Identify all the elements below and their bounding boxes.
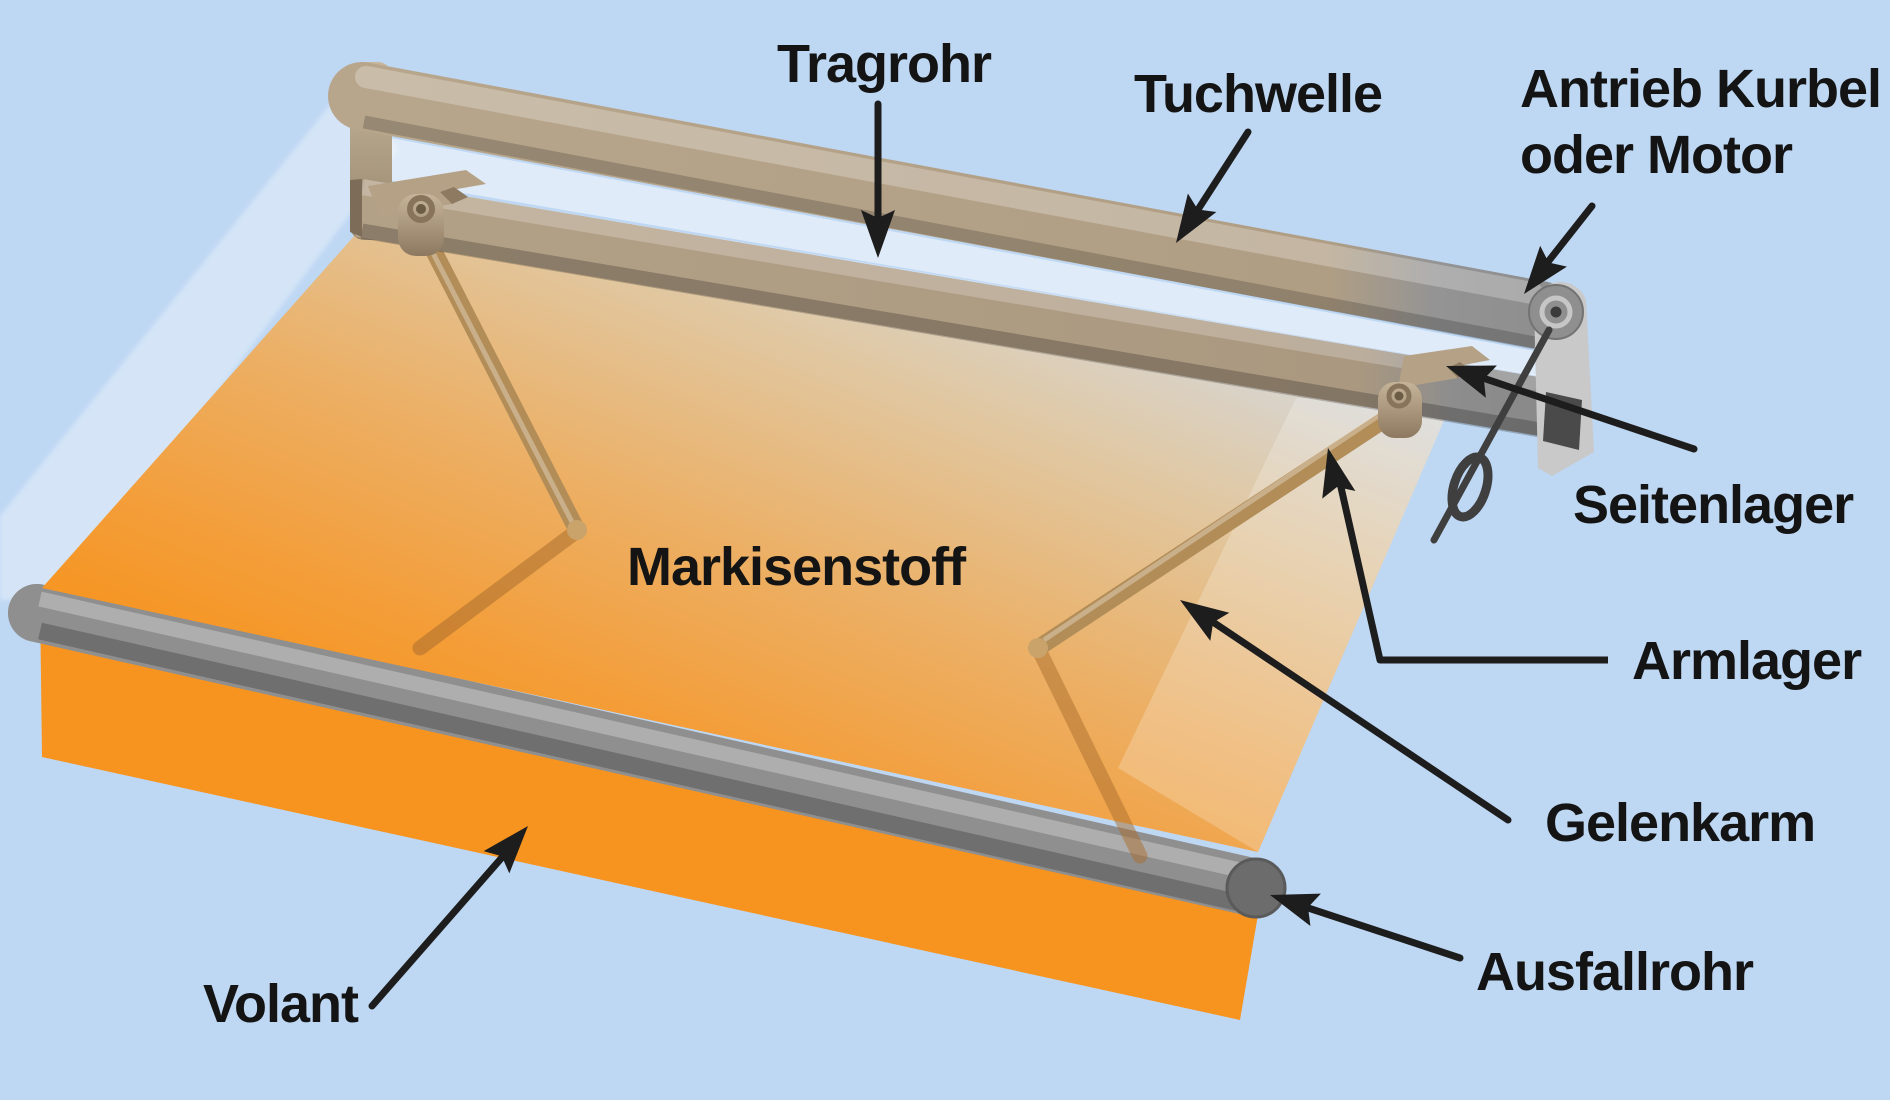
- armlager-bracket-left: [368, 170, 486, 256]
- tube-right-cap: [1225, 857, 1287, 919]
- upper-arm-right: [1029, 401, 1408, 657]
- label-tragrohr: Tragrohr: [777, 34, 992, 94]
- label-antrieb-line2: oder Motor: [1520, 125, 1793, 185]
- light-wedge-right: [1118, 398, 1452, 852]
- markisenstoff-fabric: [42, 235, 1452, 852]
- label-seitenlager: Seitenlager: [1573, 475, 1854, 535]
- seitenlager-arrow: [1440, 349, 1698, 453]
- ausfallrohr-arrow: [1264, 878, 1464, 962]
- annotation-arrows: [368, 100, 1698, 1010]
- label-markisenstoff: Markisenstoff: [627, 537, 967, 597]
- upper-arm-left: [415, 223, 586, 539]
- label-gelenkarm: Gelenkarm: [1545, 793, 1815, 853]
- tragrohr-bar: [350, 179, 1562, 446]
- label-tuchwelle: Tuchwelle: [1134, 64, 1382, 124]
- armlager-connector: [1311, 444, 1608, 664]
- light-band-between-bars: [364, 133, 1544, 377]
- forearm-left: [412, 523, 585, 656]
- motor-end-cap: [1528, 284, 1584, 340]
- gelenkarm-arm-right: [1028, 401, 1408, 864]
- tragrohr-left-end-face: [350, 179, 362, 237]
- ausfallrohr-tube: [8, 584, 1287, 919]
- elbow-joint-left: [567, 520, 587, 540]
- gelenkarm-arrow: [1170, 585, 1512, 824]
- label-antrieb-line1: Antrieb Kurbel: [1520, 59, 1881, 119]
- volant-arrow: [368, 814, 541, 1010]
- armlager-bracket-right: [1378, 346, 1490, 438]
- tragrohr-arrow: [861, 100, 895, 258]
- label-armlager: Armlager: [1632, 631, 1862, 691]
- gelenkarm-arm-left: [412, 223, 587, 656]
- light-beam-left: [0, 80, 398, 600]
- forearm-right: [1030, 640, 1148, 864]
- label-ausfallrohr: Ausfallrohr: [1476, 942, 1754, 1002]
- antrieb-arrow: [1510, 202, 1596, 305]
- crank-eyelet: [1447, 452, 1493, 522]
- part-labels: Tragrohr Tuchwelle Antrieb Kurbel oder M…: [203, 34, 1882, 1034]
- tuchwelle-roller: [328, 62, 1574, 350]
- label-volant: Volant: [203, 974, 359, 1034]
- tuchwelle-arrow: [1161, 128, 1252, 253]
- crank-drive: [1430, 326, 1553, 544]
- elbow-joint-right: [1028, 638, 1048, 658]
